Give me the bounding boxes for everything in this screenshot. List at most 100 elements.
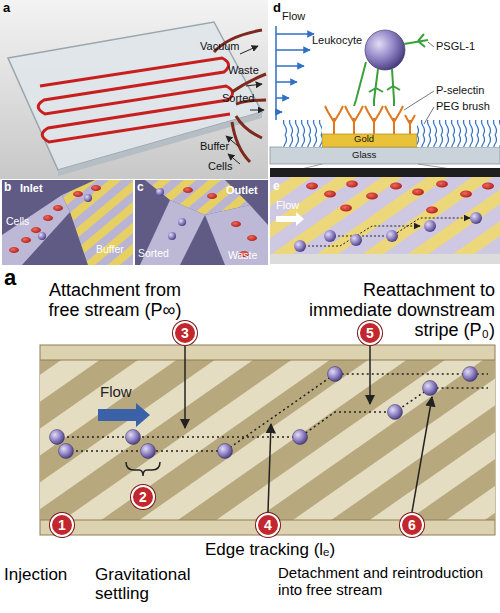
striped-channel xyxy=(270,168,500,264)
red-blood-cell xyxy=(426,207,438,214)
leukocyte xyxy=(168,232,176,240)
red-blood-cell xyxy=(346,181,358,188)
leader-line xyxy=(428,42,434,47)
flow-label: Flow xyxy=(276,199,316,211)
flow-arrow xyxy=(98,403,150,427)
callout-leader xyxy=(412,397,432,512)
panel-letter: c xyxy=(137,181,157,194)
leukocyte xyxy=(126,430,141,445)
p-selectin xyxy=(385,106,403,134)
leukocyte xyxy=(328,367,343,382)
callout-circle: 2 xyxy=(131,485,155,509)
leukocyte xyxy=(59,444,74,459)
stream-label: Cells xyxy=(6,216,46,228)
callout-number: 6 xyxy=(408,518,416,532)
p-selectin xyxy=(325,106,343,134)
leukocyte xyxy=(38,232,46,240)
leukocyte xyxy=(388,405,403,420)
p-selectin xyxy=(345,106,363,134)
layer-label: Glass xyxy=(352,150,392,161)
red-blood-cell xyxy=(340,205,352,212)
port-label: Sorted xyxy=(222,92,262,104)
step-caption: Edge tracking (lₑ) xyxy=(195,540,345,559)
red-blood-cell xyxy=(183,187,193,193)
leukocyte xyxy=(365,30,405,70)
cell-trajectory xyxy=(300,226,420,246)
red-blood-cell xyxy=(91,185,101,191)
serpentine-channel xyxy=(38,58,232,142)
flow-profile-arrow xyxy=(276,65,304,67)
flow-profile-arrow xyxy=(276,111,282,113)
leukocyte xyxy=(350,234,362,246)
red-blood-cell xyxy=(482,183,494,190)
step-caption: Reattachment to immediate downstream str… xyxy=(300,280,495,340)
red-blood-cell xyxy=(324,191,336,198)
callout-leader xyxy=(184,346,186,428)
peg-brush xyxy=(417,120,500,147)
bracket xyxy=(126,462,160,476)
callout-circle: 1 xyxy=(50,513,74,537)
psgl-1 xyxy=(369,69,383,106)
callout-leader xyxy=(268,424,271,512)
callout-number: 5 xyxy=(366,326,374,340)
callout-circle: 3 xyxy=(173,321,197,345)
flow-label: Flow xyxy=(100,384,150,401)
panel-title: Inlet xyxy=(20,182,70,194)
red-blood-cell xyxy=(53,205,63,211)
stream-label: Buffer xyxy=(96,244,136,256)
leukocyte xyxy=(470,212,482,224)
glass-substrate xyxy=(270,147,500,164)
striped-channel xyxy=(40,360,495,520)
psgl-1 xyxy=(387,69,400,106)
callout-number: 2 xyxy=(139,490,147,504)
red-blood-cell xyxy=(9,247,19,253)
step-caption: Gravitational settling xyxy=(95,565,215,603)
port-label: Vacuum xyxy=(200,40,260,52)
panel-letter: a xyxy=(4,266,28,291)
flow-profile-arrow xyxy=(276,33,314,35)
panel-letter: e xyxy=(273,180,293,193)
port-label: Waste xyxy=(228,64,268,76)
callout-number: 1 xyxy=(58,518,66,532)
psgl-1 xyxy=(404,34,428,47)
port-arrow xyxy=(240,46,258,54)
red-blood-cell xyxy=(306,183,318,190)
red-blood-cell xyxy=(247,235,257,241)
port-arrow xyxy=(250,110,264,111)
step-caption: Attachment from free stream (P∞) xyxy=(40,280,190,320)
port-arrow xyxy=(246,84,262,86)
red-blood-cell xyxy=(390,183,402,190)
red-blood-cell xyxy=(73,191,83,197)
channel-outline xyxy=(40,345,495,535)
channel-floor xyxy=(270,254,500,264)
callout-circle: 6 xyxy=(400,513,424,537)
panel-title: Outlet xyxy=(226,184,268,196)
callout-number: 4 xyxy=(264,518,272,532)
cell-trajectory xyxy=(330,218,470,236)
flow-profile-axis xyxy=(275,26,277,120)
part-label: Leukocyte xyxy=(312,34,382,46)
leader-line xyxy=(424,107,434,124)
red-blood-cell xyxy=(207,193,217,199)
leukocyte xyxy=(141,444,156,459)
buffer-tube xyxy=(236,116,262,138)
part-label: PSGL-1 xyxy=(436,40,496,52)
flow-profile-arrow xyxy=(276,97,289,99)
layer-label: Gold xyxy=(354,134,394,145)
panel-background xyxy=(135,180,268,265)
flow-profile-arrow xyxy=(276,81,297,83)
gold-stripe xyxy=(322,134,417,147)
red-blood-cell xyxy=(231,221,241,227)
stream-label: Waste xyxy=(228,250,268,262)
flow-arrow xyxy=(276,212,304,226)
flow-label: Flow xyxy=(282,10,322,22)
channel-ceiling xyxy=(270,168,500,177)
waste-tube xyxy=(232,74,266,92)
step-caption: Injection xyxy=(4,565,94,584)
waste-channel xyxy=(205,205,268,265)
photo-background xyxy=(0,0,268,179)
peg-brush xyxy=(282,120,322,147)
cell-channel xyxy=(2,195,70,265)
stream-label: Sorted xyxy=(138,248,178,260)
port-label: Buffer xyxy=(200,140,240,152)
